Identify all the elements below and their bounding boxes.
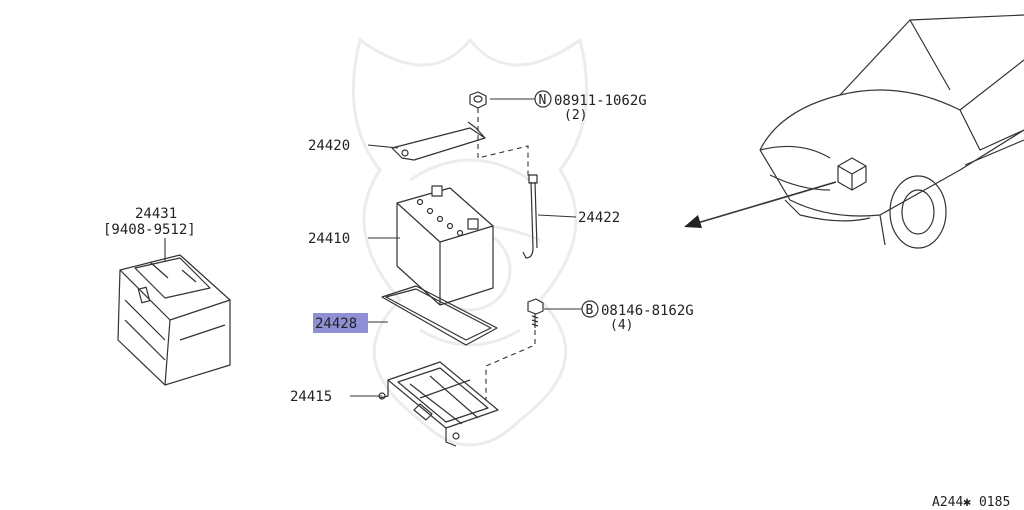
nut-symbol: N [539,93,547,108]
car-battery-location [837,157,867,191]
alt-battery-drawing[interactable] [117,254,231,386]
bolt-symbol-circle [581,300,599,318]
holddown-rod-leader [537,214,577,218]
holddown-rod-number: 24422 [578,210,620,226]
bolt-qty: (4) [610,318,633,333]
holddown-frame-number: 24420 [308,138,350,154]
alt-battery-range: [9408-9512] [103,222,196,238]
bolt-symbol: B [586,303,594,318]
bolt-drawing[interactable] [527,298,544,328]
car-front-drawing [759,14,1024,249]
nut-drawing[interactable] [469,91,487,109]
battery-cover-drawing[interactable] [381,285,498,346]
holddown-rod-drawing[interactable] [522,174,538,259]
diagram-code: A244✱ 0185 [932,495,1010,510]
nut-qty: (2) [564,108,587,123]
battery-tray-drawing[interactable] [378,361,499,447]
location-arrow [684,181,837,228]
battery-tray-number: 24415 [290,389,332,405]
battery-drawing[interactable] [396,185,494,306]
battery-number: 24410 [308,231,350,247]
holddown-frame-leader [367,144,399,149]
nut-symbol-circle [534,90,552,108]
nut-dash-line [477,108,529,180]
alt-battery-number: 24431 [135,206,177,222]
battery-cover-number[interactable]: 24428 [315,316,357,332]
nut-part-no: 08911-1062G [554,93,647,109]
holddown-frame-drawing[interactable] [391,121,486,161]
battery-cover-highlight [313,313,368,333]
bolt-dash-line [485,330,536,410]
bolt-part-no: 08146-8162G [601,303,694,319]
